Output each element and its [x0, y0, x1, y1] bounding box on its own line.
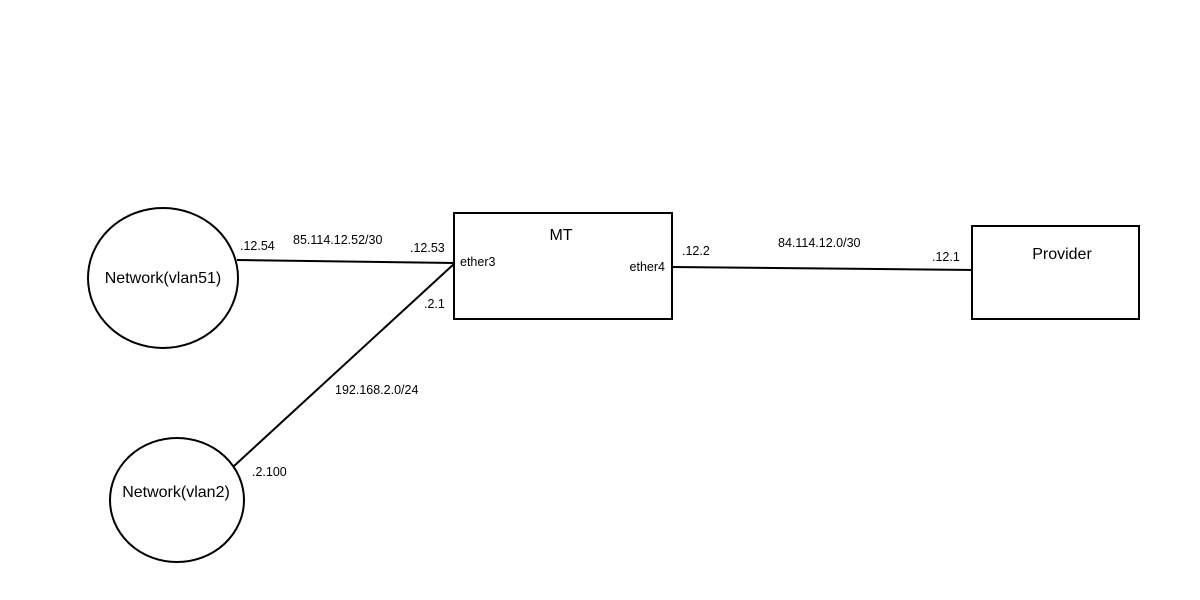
mt-vlan2-ip-label: .2.1 — [424, 297, 445, 311]
mt-port-ether3: ether3 — [460, 255, 495, 269]
link-vlan51-mt — [236, 259, 456, 264]
link-mt-provider — [671, 266, 976, 271]
network-vlan2-label: Network(vlan2) — [122, 484, 230, 501]
link-vlan2-mt — [233, 262, 456, 467]
vlan51-ip-label: .12.54 — [240, 239, 275, 253]
mt-ether3-ip-label: .12.53 — [410, 241, 445, 255]
provider-ip-label: .12.1 — [932, 250, 960, 264]
network-vlan51-node[interactable] — [87, 207, 239, 349]
mt-router-label: MT — [549, 227, 572, 244]
provider-node[interactable] — [971, 225, 1140, 320]
vlan2-ip-label: .2.100 — [252, 465, 287, 479]
provider-subnet-label: 84.114.12.0/30 — [778, 236, 861, 250]
vlan2-subnet-label: 192.168.2.0/24 — [335, 383, 418, 397]
provider-label: Provider — [1032, 246, 1092, 263]
vlan51-subnet-label: 85.114.12.52/30 — [293, 233, 382, 247]
network-vlan51-label: Network(vlan51) — [105, 270, 221, 287]
mt-port-ether4: ether4 — [630, 260, 665, 274]
mt-ether4-ip-label: .12.2 — [682, 244, 710, 258]
network-vlan2-node[interactable] — [109, 437, 245, 563]
mt-router-node[interactable] — [453, 212, 673, 320]
